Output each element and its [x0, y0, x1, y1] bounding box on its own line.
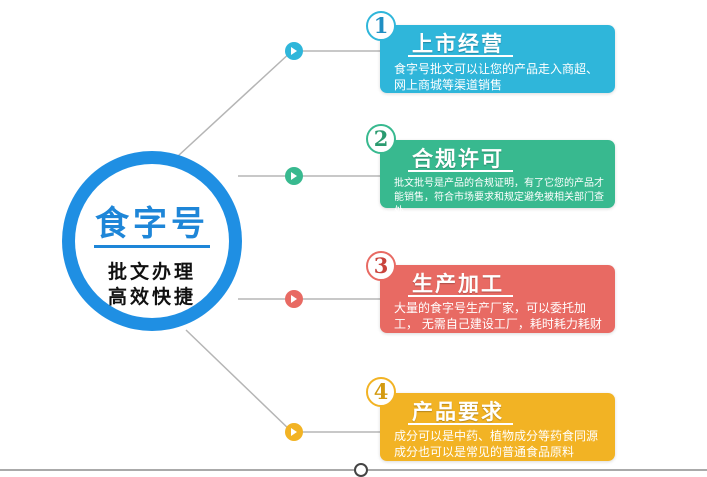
connector-node-4	[285, 423, 303, 441]
card-desc-line2: 网上商城等渠道销售	[394, 78, 503, 92]
card-desc-line1: 批文批号是产品的合规证明，有了它您的产品才	[394, 178, 604, 189]
card-title: 产品要求	[412, 400, 504, 424]
connector-line-1	[177, 50, 293, 157]
connector-node-2	[285, 167, 303, 185]
connector-line-4	[185, 329, 293, 433]
card-title: 生产加工	[412, 272, 504, 296]
hub-title: 食字号	[95, 204, 209, 244]
connector-node-3	[285, 290, 303, 308]
card-title: 合规许可	[412, 147, 504, 171]
card-requirements: 产品要求 成分可以是中药、植物成分等药食同源 成分也可以是常见的普通食品原料	[380, 393, 615, 461]
card-title: 上市经营	[412, 32, 504, 56]
card-desc-line1: 大量的食字号生产厂家，可以委托加	[394, 301, 587, 315]
play-icon	[291, 428, 297, 436]
play-icon	[291, 295, 297, 303]
card-compliance: 合规许可 批文批号是产品的合规证明，有了它您的产品才 能销售，符合市场要求和规定…	[380, 140, 615, 217]
card-desc-line1: 成分可以是中药、植物成分等药食同源	[394, 429, 599, 443]
number-badge-4: 4	[366, 377, 396, 407]
card-desc-line2: 成分也可以是常见的普通食品原料	[394, 445, 575, 459]
number-badge-2: 2	[366, 124, 396, 154]
card-listing: 上市经营 食字号批文可以让您的产品走入商超、 网上商城等渠道销售	[380, 25, 615, 93]
play-icon	[291, 172, 297, 180]
hub-subtitle-line2: 高效快捷	[107, 286, 196, 308]
play-icon	[291, 47, 297, 55]
hub-divider	[94, 245, 210, 248]
card-desc-line2: 能销售，符合市场要求和规定避免被相关部门查处	[394, 192, 604, 217]
hub-subtitle-line1: 批文办理	[107, 261, 196, 283]
card-production: 生产加工 大量的食字号生产厂家，可以委托加 工， 无需自己建设工厂，耗时耗力耗财	[380, 265, 615, 333]
card-desc-line2: 工， 无需自己建设工厂，耗时耗力耗财	[394, 317, 602, 331]
card-title-underline	[408, 423, 513, 425]
card-title-underline	[408, 55, 513, 57]
card-title-underline	[408, 170, 513, 172]
card-title-underline	[408, 295, 513, 297]
bottom-track-knob	[354, 463, 368, 477]
card-desc-line1: 食字号批文可以让您的产品走入商超、	[394, 62, 599, 76]
number-badge-3: 3	[366, 251, 396, 281]
number-badge-1: 1	[366, 11, 396, 41]
hub-inner	[75, 164, 229, 318]
connector-node-1	[285, 42, 303, 60]
